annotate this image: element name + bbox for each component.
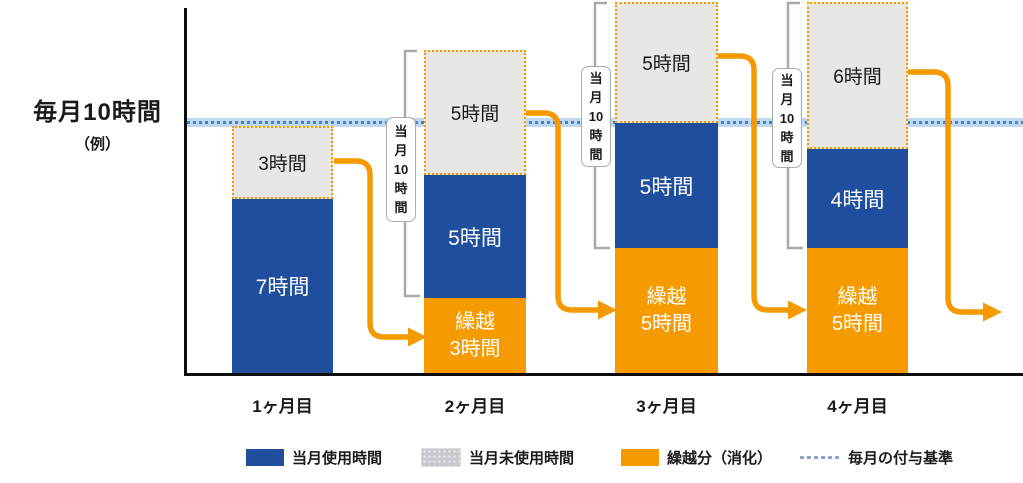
bar4-used-segment: 4時間 bbox=[807, 149, 908, 248]
bar1-unused-label: 3時間 bbox=[258, 154, 307, 175]
carryover-arrow-2 bbox=[526, 110, 617, 320]
legend-swatch-unused bbox=[421, 448, 461, 467]
bar1-used-segment: 7時間 bbox=[232, 199, 333, 373]
chart-title-block: 毎月10時間 （例） bbox=[15, 92, 180, 154]
legend-swatch-grant-line bbox=[800, 456, 840, 459]
legend-item-unused: 当月未使用時間 bbox=[421, 447, 574, 468]
legend-label-unused: 当月未使用時間 bbox=[469, 450, 575, 467]
bar2-unused-label: 5時間 bbox=[450, 104, 500, 125]
legend-label-grant: 毎月の付与基準 bbox=[848, 450, 954, 467]
arrowhead-4 bbox=[983, 302, 1002, 322]
chart-title: 毎月10時間 bbox=[33, 99, 162, 126]
x-label-month1: 1ヶ月目 bbox=[252, 397, 313, 416]
bar3-unused-label: 5時間 bbox=[642, 54, 691, 75]
legend-label-carry: 繰越分（消化） bbox=[667, 450, 773, 467]
legend-swatch-used bbox=[246, 449, 284, 466]
x-label-month3: 3ヶ月目 bbox=[636, 397, 697, 416]
x-axis-line bbox=[184, 373, 1023, 376]
carryover-arrow-4 bbox=[908, 69, 1002, 322]
bar2-unused-segment: 5時間 bbox=[424, 50, 526, 175]
carryover-arrow-3 bbox=[718, 53, 807, 320]
x-label-month4: 4ヶ月目 bbox=[827, 397, 888, 416]
bar2-used-label: 5時間 bbox=[448, 226, 502, 250]
legend-label-used: 当月使用時間 bbox=[292, 450, 383, 467]
chart-subtitle: （例） bbox=[74, 136, 120, 153]
bar4-used-label: 4時間 bbox=[830, 188, 885, 212]
bar1-unused-segment: 3時間 bbox=[232, 126, 333, 199]
carryover-arrow-1 bbox=[334, 158, 427, 347]
bar3-unused-segment: 5時間 bbox=[615, 2, 718, 123]
x-label-month2: 2ヶ月目 bbox=[444, 397, 506, 416]
arrowhead-1 bbox=[408, 327, 427, 347]
bar1-used-label: 7時間 bbox=[255, 276, 310, 299]
bar3-used-segment: 5時間 bbox=[615, 123, 718, 248]
legend-item-carry: 繰越分（消化） bbox=[621, 447, 772, 468]
arrowhead-3 bbox=[788, 300, 807, 320]
legend-swatch-carry bbox=[621, 449, 659, 466]
bar4-unused-segment: 6時間 bbox=[807, 2, 908, 149]
bar4-unused-label: 6時間 bbox=[833, 67, 882, 88]
legend-item-grant: 毎月の付与基準 bbox=[800, 447, 953, 468]
y-axis-line bbox=[184, 8, 187, 376]
bar2-used-segment: 5時間 bbox=[424, 175, 526, 298]
bar3-used-label: 5時間 bbox=[639, 175, 694, 199]
arrowhead-2 bbox=[598, 300, 617, 320]
legend-item-used: 当月使用時間 bbox=[246, 447, 382, 468]
